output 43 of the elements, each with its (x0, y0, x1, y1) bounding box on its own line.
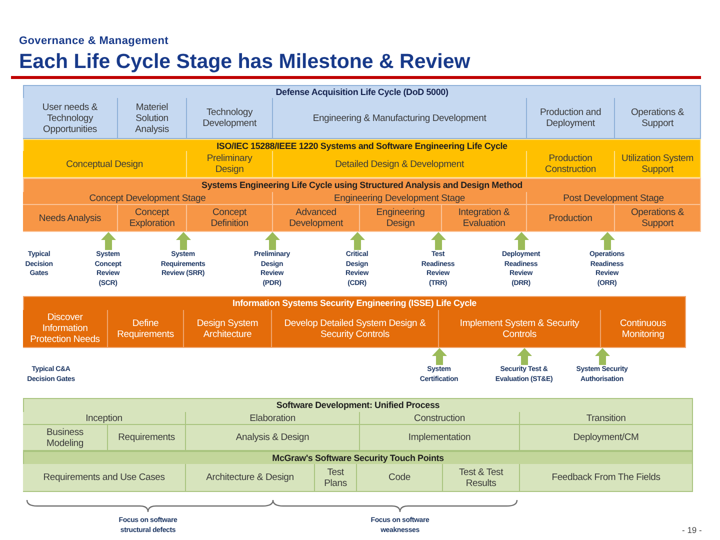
stage-cell: Elaboration (186, 412, 360, 425)
band-heading: Systems Engineering Life Cycle using Structured Analysis and Design Method (202, 179, 522, 191)
arrow (517, 348, 532, 365)
stage-cell: Needs Analysis (23, 205, 118, 231)
stage-cell: Engineering Development Stage (273, 192, 527, 205)
lifecycle-band (23, 451, 693, 492)
page-number: - 19 - (682, 525, 702, 535)
stage-cell: Architecture & Design (186, 464, 315, 491)
band-heading: McGraw's Software Security Touch Points (272, 452, 444, 464)
slide-title: Each Life Cycle Stage has Milestone & Review (19, 50, 470, 74)
arrow (514, 232, 529, 250)
lifecycle-band (23, 178, 701, 232)
stage-cell: Code (357, 464, 443, 491)
stage-cell: Post Development Stage (527, 192, 700, 205)
arrow (265, 232, 280, 250)
arrow (431, 232, 446, 250)
stage-cell: Transition (520, 412, 692, 425)
stage-cell: User needs & Technology Opportunities (23, 98, 118, 138)
band-heading: Defense Acquisition Life Cycle (DoD 5000) (276, 86, 448, 98)
stage-cell: Discover Information Protection Needs (23, 310, 108, 347)
stage-cell: Feedback From The Fields (520, 464, 692, 491)
stage-cell: Requirements and Use Cases (23, 464, 186, 491)
stage-cell: Inception (23, 412, 186, 425)
stage-cell: Business Modeling (23, 425, 108, 450)
stage-cell: Test & Test Results (443, 464, 520, 491)
band-heading: ISO/IEC 15288/IEEE 1220 Systems and Software Engineering Life Cycle (216, 140, 508, 152)
stage-cell: Construction (360, 412, 520, 425)
band-heading: Software Development: Unified Process (276, 399, 440, 411)
stage-cell: Conceptual Design (23, 151, 187, 177)
arrow (101, 232, 116, 250)
stage-cell: Test Plans (315, 464, 357, 491)
lifecycle-band (23, 139, 701, 178)
band-heading: Information Systems Security Engineering (ISSE) Life Cycle (232, 297, 476, 309)
arrow (595, 348, 610, 365)
section-label: Governance & Management (19, 35, 168, 47)
lifecycle-band (23, 85, 701, 139)
arrow (350, 232, 365, 250)
stage-cell: Concept Development Stage (23, 192, 273, 205)
arrow (432, 348, 447, 365)
lifecycle-band (23, 398, 693, 451)
arrow (176, 232, 191, 250)
arrow (600, 232, 615, 250)
lifecycle-band (23, 296, 686, 348)
